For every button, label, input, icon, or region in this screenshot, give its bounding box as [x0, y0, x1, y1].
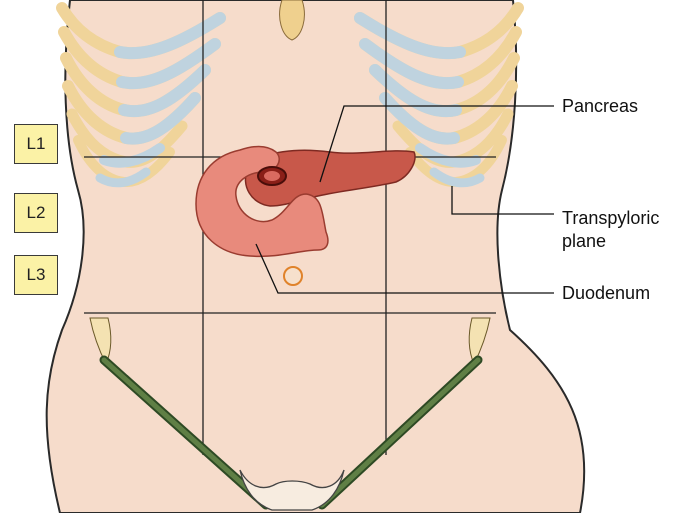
transpyloric-label-line2: plane	[562, 230, 659, 253]
umbilicus	[284, 267, 302, 285]
pancreas-label: Pancreas	[562, 95, 638, 118]
vertebral-level-l3: L3	[14, 255, 58, 295]
pylorus-lumen	[264, 171, 280, 181]
transpyloric-label-line1: Transpyloric	[562, 207, 659, 230]
vertebral-level-l1: L1	[14, 124, 58, 164]
duodenum-label: Duodenum	[562, 282, 650, 305]
vertebral-level-l2: L2	[14, 193, 58, 233]
transpyloric-plane-label: Transpyloric plane	[562, 207, 659, 253]
